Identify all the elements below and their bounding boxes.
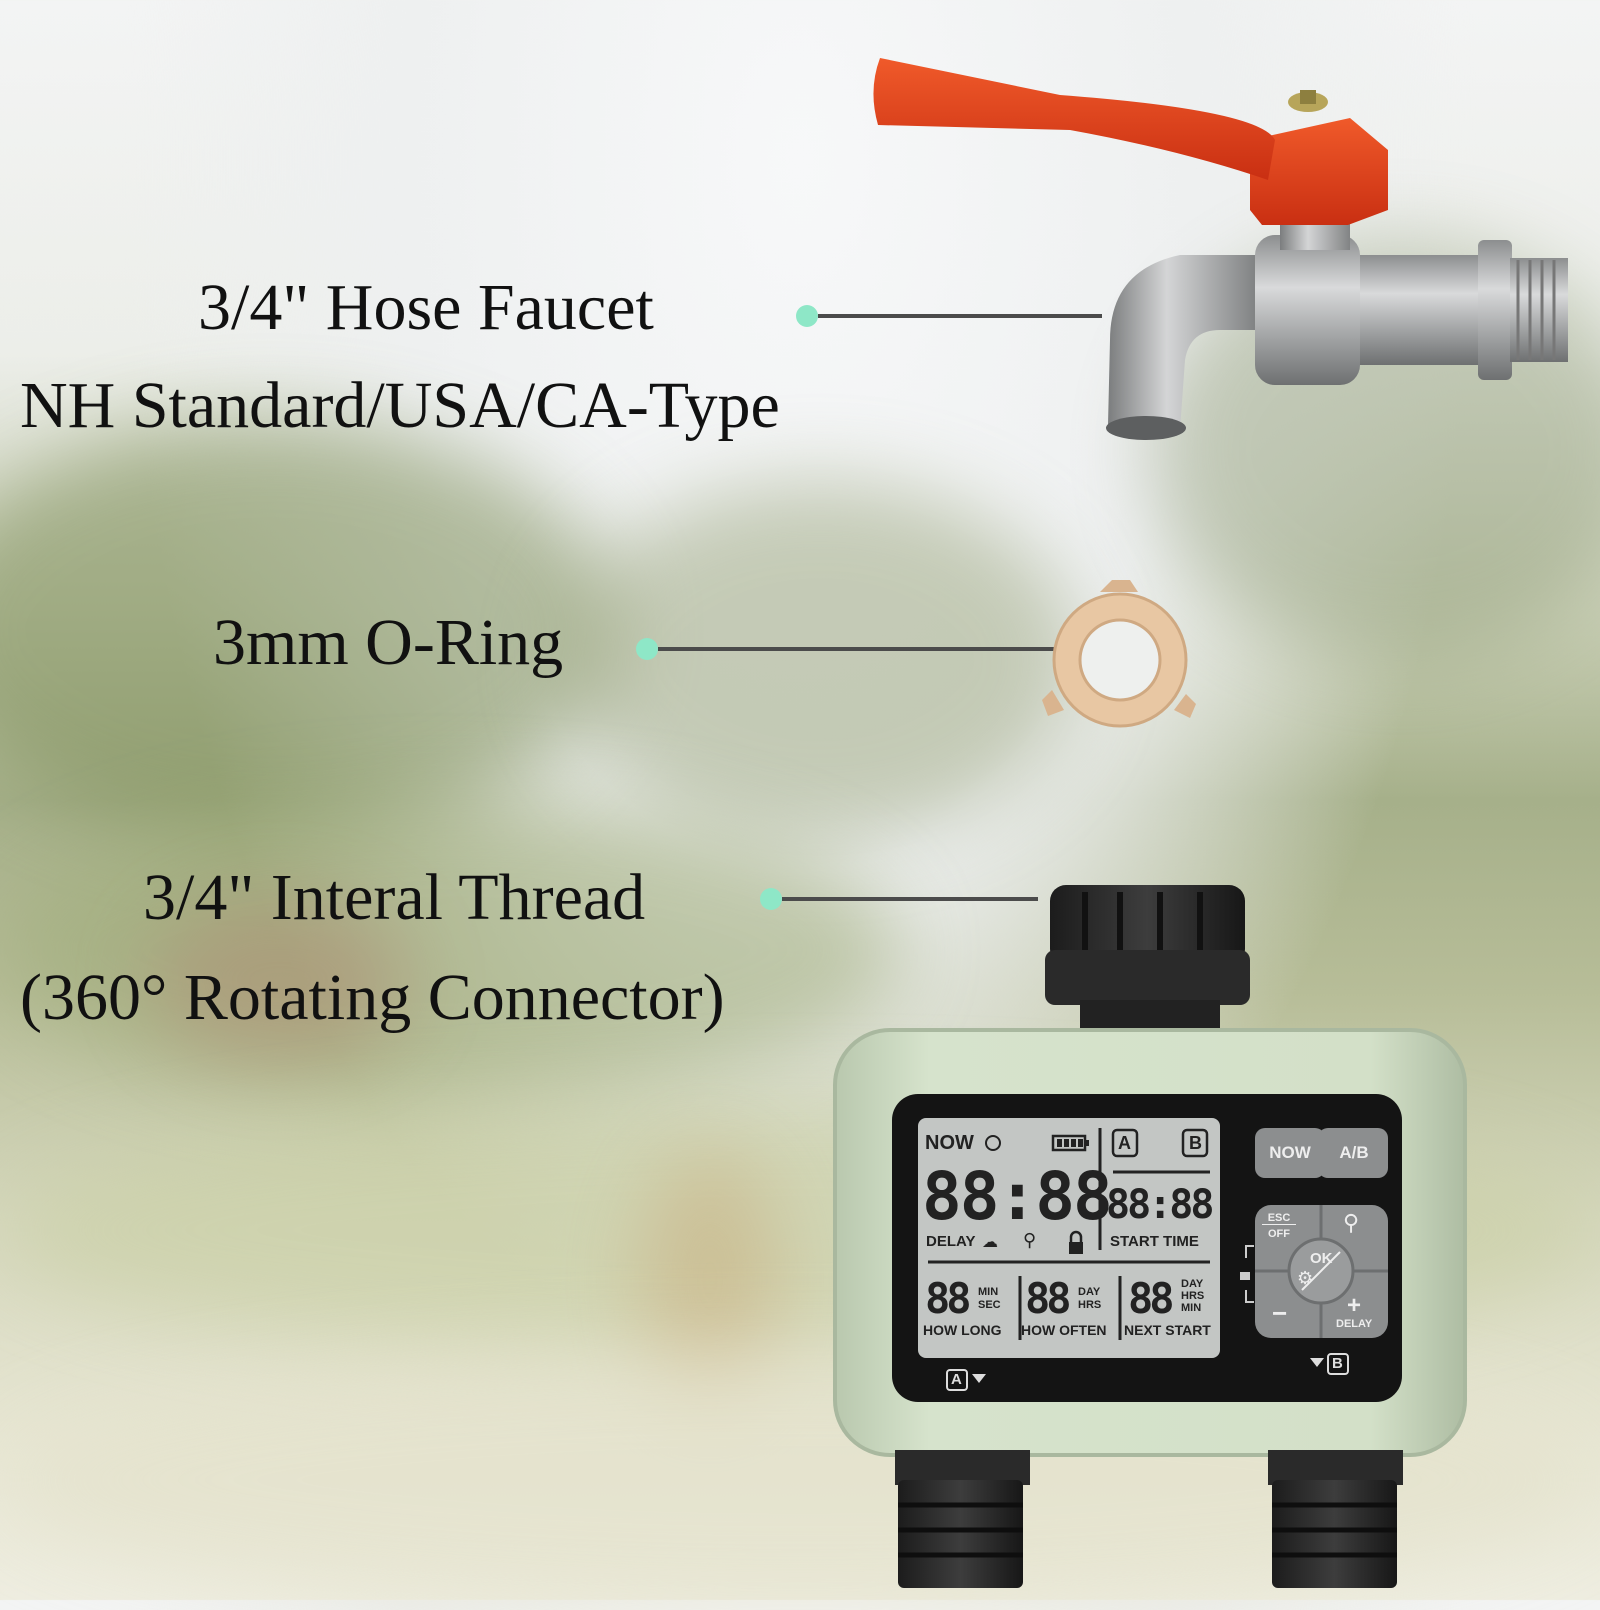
lcd-how-long-label: HOW LONG [923,1322,1002,1338]
manual-water-icon[interactable]: ⚲ [1343,1210,1360,1235]
lcd-how-long-unit-sec: SEC [978,1299,1001,1311]
minus-button[interactable]: − [1272,1298,1288,1328]
lcd-start-time-label: START TIME [1110,1233,1199,1250]
faucet-callout-dot [796,305,818,327]
lcd-start-time-digits: 88:88 [1106,1182,1214,1228]
oring-callout-dot [636,638,658,660]
faucet-callout-line [818,314,1102,318]
faucet-icon: ⚲ [1023,1230,1037,1250]
lcd-how-long-digits: 88 [925,1274,972,1323]
plus-button[interactable]: + [1347,1292,1362,1319]
background-foliage [0,800,900,1100]
lcd-main-time: 88:88 [922,1158,1113,1235]
delay-button-label: DELAY [1336,1318,1373,1330]
background-foliage [0,420,620,840]
thread-label-line2: (360° Rotating Connector) [20,961,725,1034]
lcd-how-often-digits: 88 [1025,1274,1072,1323]
faucet-label-line1: 3/4" Hose Faucet [198,271,654,344]
oring-callout-line [658,647,1060,651]
lcd-next-start-unit-hrs: HRS [1181,1290,1205,1302]
outlet-b-label: B [1332,1355,1343,1372]
lcd-now-label: NOW [925,1132,974,1154]
lcd-next-start-digits: 88 [1128,1274,1175,1323]
lcd-how-often-unit-hrs: HRS [1078,1299,1102,1311]
thread-label-line1: 3/4" Interal Thread [143,861,646,934]
connector-nut [1050,885,1245,965]
lcd-next-start-unit-min: MIN [1181,1302,1202,1314]
rain-cloud-icon: ☁ [982,1234,998,1251]
esc-button[interactable]: ESC [1262,1212,1296,1225]
background-flowers [150,900,410,1060]
ab-button[interactable]: A/B [1339,1143,1369,1162]
ok-button[interactable]: OK [1310,1250,1333,1267]
now-button[interactable]: NOW [1269,1143,1311,1162]
faucet-label-line2: NH Standard/USA/CA-Type [20,369,780,442]
off-button-label: OFF [1268,1228,1290,1240]
background-foliage [560,480,1080,840]
settings-gear-icon: ⚙ [1297,1268,1314,1288]
lcd-next-start-unit-day: DAY [1181,1278,1204,1290]
lcd-how-long-unit-min: MIN [978,1286,999,1298]
oring-label: 3mm O-Ring [213,606,564,679]
lcd-next-start-label: NEXT START [1124,1322,1211,1338]
lcd-zone-a: A [1118,1133,1131,1153]
lcd-how-often-unit-day: DAY [1078,1286,1101,1298]
outlet-a-label: A [951,1371,962,1388]
lcd-delay-label: DELAY [926,1233,976,1250]
lcd-how-often-label: HOW OFTEN [1021,1322,1107,1338]
lcd-zone-b: B [1189,1133,1202,1153]
thread-callout-line [782,897,1038,901]
thread-callout-dot [760,888,782,910]
